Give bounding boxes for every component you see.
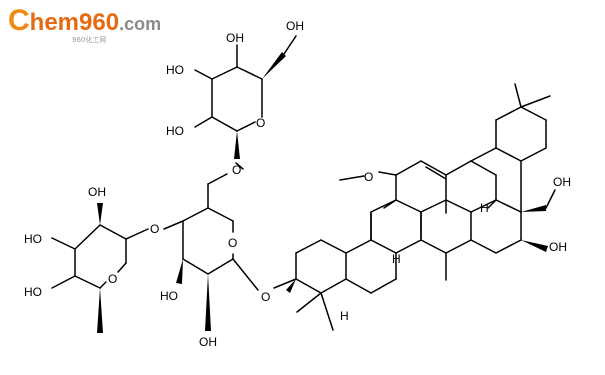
label-c5-h: H (340, 309, 349, 323)
logo-text-hem: hem (29, 9, 80, 36)
label-top-glc-c3-ho: HO (166, 63, 184, 77)
label-rha-c3-ho: HO (24, 232, 42, 246)
label-methoxy-o: O (364, 170, 373, 184)
aglycone-ring-e (445, 160, 556, 254)
label-rha-c4-ho: HO (24, 285, 42, 299)
label-aglycone-o: O (261, 290, 270, 304)
label-mid-glc-ring-o: O (228, 236, 237, 250)
rhamnose-ring (51, 203, 127, 333)
logo-text-960: 960 (79, 9, 120, 36)
logo-wordmark: Chem960.com (8, 6, 161, 39)
label-mid-glc-c2-oh: OH (199, 335, 217, 349)
label-c16-oh: OH (549, 240, 567, 254)
label-rha-c2-oh: OH (88, 185, 106, 199)
aglycone-ring-f (470, 83, 551, 213)
label-top-glc-c6-oh: OH (286, 19, 304, 33)
aglycone-ring-b (345, 211, 397, 294)
label-c18-h: H (480, 201, 489, 215)
middle-glucose-ring (125, 162, 259, 331)
label-glycosidic-o-top: O (232, 163, 241, 177)
logo-text-tld: .com (119, 14, 162, 34)
top-glucose-ring (194, 35, 297, 159)
label-mid-glc-c4-o: O (150, 222, 159, 236)
label-c28-oh: OH (553, 175, 571, 189)
chem960-logo: Chem960.com 960化工网 (8, 6, 161, 48)
label-rha-ring-o: O (108, 272, 117, 286)
aglycone-ring-a (273, 239, 347, 331)
atom-labels: OH OH HO HO O O O O HO OH O OH HO HO O O… (24, 19, 571, 349)
label-mid-glc-c3-ho: HO (160, 289, 178, 303)
label-top-glc-c2-ho: HO (166, 124, 184, 138)
logo-subtitle: 960化工网 (72, 36, 107, 44)
label-top-glc-c4-oh: OH (226, 31, 244, 45)
label-c9-h: H (392, 252, 401, 266)
aglycone-ring-d (420, 199, 472, 281)
label-top-glc-ring-o: O (256, 116, 265, 130)
logo-letter-c: C (8, 4, 30, 37)
aglycone-ring-c (339, 160, 447, 254)
